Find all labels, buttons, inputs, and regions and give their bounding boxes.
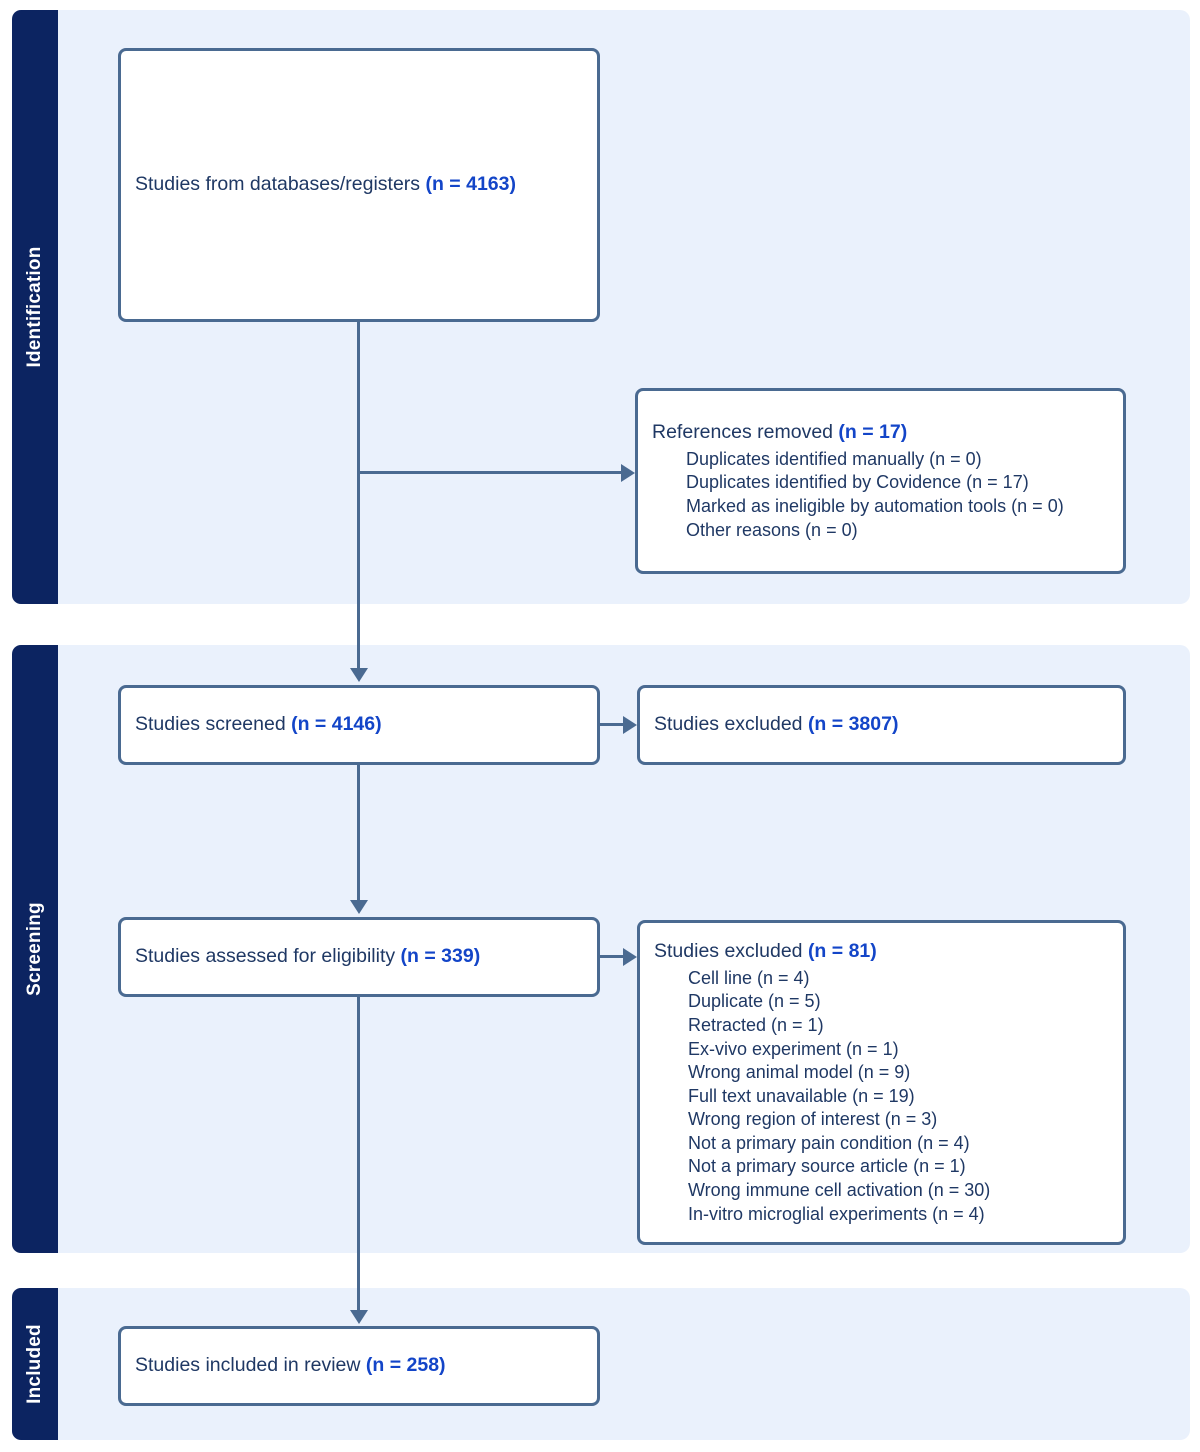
list-item: Wrong animal model (n = 9)	[688, 1062, 911, 1083]
arrow-right-icon-screened-excluded	[623, 715, 637, 734]
list-item: Ex-vivo experiment (n = 1)	[688, 1038, 899, 1059]
box-studies-excluded-screening-label: Studies excluded	[654, 713, 808, 736]
list-item: Duplicates identified by Covidence (n = …	[686, 472, 1029, 493]
list-item: Full text unavailable (n = 19)	[688, 1085, 915, 1106]
box-studies-excluded-eligibility-title: Studies excluded (n = 81)	[654, 939, 1109, 965]
list-item: Wrong region of interest (n = 3)	[688, 1109, 938, 1130]
box-studies-screened-content: Studies screened (n = 4146)	[121, 712, 597, 738]
box-studies-screened-count: (n = 4146)	[291, 713, 382, 736]
stage-label-identification: Identification	[24, 246, 45, 368]
box-studies-assessed-eligibility: Studies assessed for eligibility (n = 33…	[118, 917, 600, 997]
list-item: Duplicates identified manually (n = 0)	[686, 448, 982, 469]
box-studies-screened-title: Studies screened (n = 4146)	[135, 712, 583, 738]
connector-eligibility-to-included	[357, 997, 360, 1312]
box-studies-from-databases-title: Studies from databases/registers (n = 41…	[135, 172, 583, 198]
connector-databases-to-screened	[357, 322, 360, 670]
box-studies-from-databases-content: Studies from databases/registers (n = 41…	[121, 172, 597, 198]
box-studies-excluded-eligibility: Studies excluded (n = 81) Cell line (n =…	[637, 920, 1126, 1245]
connector-eligibility-to-excluded	[600, 955, 623, 958]
box-studies-assessed-eligibility-content: Studies assessed for eligibility (n = 33…	[121, 944, 597, 970]
box-studies-excluded-eligibility-label: Studies excluded	[654, 939, 808, 962]
box-studies-included-in-review-content: Studies included in review (n = 258)	[121, 1353, 597, 1379]
arrow-down-icon-to-screened	[349, 668, 368, 682]
list-item: In-vitro microglial experiments (n = 4)	[688, 1203, 985, 1224]
connector-screened-to-eligibility	[357, 765, 360, 902]
list-item: Not a primary source article (n = 1)	[688, 1156, 966, 1177]
box-studies-included-in-review-count: (n = 258)	[365, 1354, 446, 1377]
box-studies-from-databases-label: Studies from databases/registers	[135, 173, 426, 196]
stage-label-included: Included	[24, 1324, 45, 1404]
stage-stripe-screening: Screening	[12, 645, 58, 1253]
connector-to-references-removed	[357, 471, 621, 474]
stage-label-screening: Screening	[24, 902, 45, 996]
box-studies-included-in-review-title: Studies included in review (n = 258)	[135, 1353, 583, 1379]
arrow-right-icon-eligibility-excluded	[623, 947, 637, 966]
list-item: Not a primary pain condition (n = 4)	[688, 1132, 970, 1153]
arrow-right-icon-to-references-removed	[621, 463, 635, 482]
list-item: Duplicate (n = 5)	[688, 991, 821, 1012]
list-item: Cell line (n = 4)	[688, 967, 810, 988]
box-references-removed-title: References removed (n = 17)	[652, 420, 1109, 446]
box-references-removed: References removed (n = 17) Duplicates i…	[635, 388, 1126, 574]
box-studies-screened-label: Studies screened	[135, 713, 292, 736]
connector-screened-to-excluded	[600, 723, 623, 726]
box-studies-from-databases: Studies from databases/registers (n = 41…	[118, 48, 600, 322]
box-studies-screened: Studies screened (n = 4146)	[118, 685, 600, 765]
list-item: Marked as ineligible by automation tools…	[686, 495, 1064, 516]
box-studies-assessed-eligibility-title: Studies assessed for eligibility (n = 33…	[135, 944, 583, 970]
box-studies-assessed-eligibility-count: (n = 339)	[400, 945, 481, 968]
box-references-removed-count: (n = 17)	[838, 420, 908, 443]
list-item: Retracted (n = 1)	[688, 1014, 824, 1035]
arrow-down-icon-to-included	[349, 1310, 368, 1324]
box-studies-excluded-screening-count: (n = 3807)	[807, 713, 899, 736]
box-studies-excluded-eligibility-content: Studies excluded (n = 81) Cell line (n =…	[640, 939, 1123, 1226]
arrow-down-icon-to-eligibility	[349, 900, 368, 914]
list-item: Other reasons (n = 0)	[686, 519, 858, 540]
box-studies-excluded-eligibility-count: (n = 81)	[807, 939, 877, 962]
box-studies-assessed-eligibility-label: Studies assessed for eligibility	[135, 945, 401, 968]
box-studies-included-in-review-label: Studies included in review	[135, 1354, 366, 1377]
box-references-removed-content: References removed (n = 17) Duplicates i…	[638, 420, 1123, 542]
box-references-removed-label: References removed	[652, 420, 839, 443]
box-studies-excluded-screening-title: Studies excluded (n = 3807)	[654, 712, 1109, 738]
list-item: Wrong immune cell activation (n = 30)	[688, 1179, 991, 1200]
box-studies-excluded-screening-content: Studies excluded (n = 3807)	[640, 712, 1123, 738]
eligibility-excluded-reason-list: Cell line (n = 4) Duplicate (n = 5) Retr…	[654, 967, 1109, 1226]
box-studies-excluded-screening: Studies excluded (n = 3807)	[637, 685, 1126, 765]
box-studies-from-databases-count: (n = 4163)	[425, 173, 516, 196]
stage-stripe-included: Included	[12, 1288, 58, 1440]
references-removed-reason-list: Duplicates identified manually (n = 0) D…	[652, 448, 1109, 542]
box-studies-included-in-review: Studies included in review (n = 258)	[118, 1326, 600, 1406]
stage-stripe-identification: Identification	[12, 10, 58, 604]
